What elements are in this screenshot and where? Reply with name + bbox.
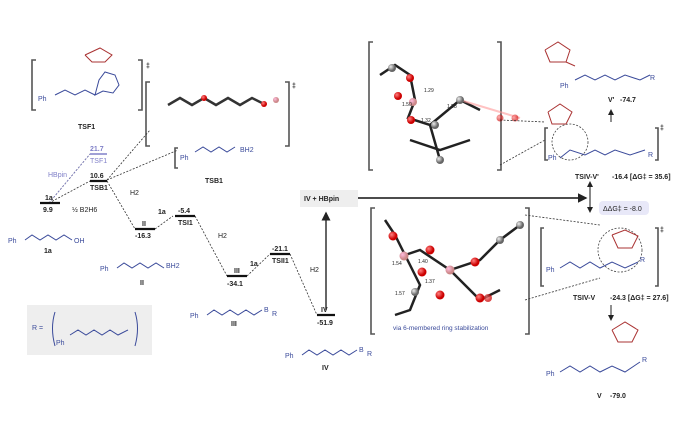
ts-iv-v-prime-structure: Ph R ‡ TSIV-V' -16.4 [ΔG‡ = 35.6]	[544, 103, 671, 181]
bond-distance: 1.57	[395, 291, 405, 297]
dagger: ‡	[660, 125, 664, 132]
dagger: ‡	[660, 227, 664, 234]
energy-levels: 1a 9.9 21.7 TSF1 HBpin 10.6 TSB1 ½ B2H6 …	[40, 146, 335, 327]
ts-iv-v-prime-label: TSIV-V'	[575, 174, 599, 181]
v-prime-energy: -74.7	[620, 97, 636, 104]
bond-distance: 1.54	[392, 261, 402, 267]
molecule-label: II	[140, 280, 144, 287]
atom-label: Ph	[560, 83, 569, 90]
ts-iv-v-energy: -24.3 [ΔG‡ = 27.6]	[610, 295, 669, 302]
reagent-label: HBpin	[48, 172, 67, 179]
atom-label: Ph	[8, 238, 17, 245]
atom-label: Ph	[56, 340, 65, 347]
atom-label: Ph	[548, 155, 557, 162]
molecule-label: IV	[322, 365, 329, 372]
r-def-label: R =	[32, 325, 43, 332]
atom-label: Ph	[38, 96, 47, 103]
level-energy: -21.1	[272, 246, 288, 253]
level-label: TSI1	[178, 220, 193, 227]
atom-label: R	[642, 357, 647, 364]
level-label: III	[234, 268, 240, 275]
v-label: V	[597, 393, 602, 400]
bond-distance: 1.40	[418, 259, 428, 265]
reagent-label: 1a	[158, 209, 166, 216]
atom-label: Ph	[100, 266, 109, 273]
atom-label: OH	[74, 238, 85, 245]
molecule-label: III	[231, 321, 237, 328]
atom-label: B	[359, 347, 364, 354]
ts-iv-v-structure: Ph R ‡ TSIV-V -24.3 [ΔG‡ = 27.6]	[540, 227, 669, 321]
ts-iv-v-prime-energy: -16.4 [ΔG‡ = 35.6]	[612, 174, 671, 181]
atom-label: B	[264, 307, 269, 314]
atom-label: R	[272, 311, 277, 318]
ts-f1-structure: Ph ‡ TSF1	[31, 47, 150, 131]
molecule-iii: Ph B R III	[190, 307, 277, 328]
bond-distance: 1.37	[425, 279, 435, 285]
level-energy: -34.1	[227, 281, 243, 288]
reagent-label: ½ B2H6	[72, 206, 97, 214]
level-label: 1a	[45, 195, 53, 202]
bond-distance: 1.32	[421, 118, 431, 124]
atom-label: Ph	[546, 371, 555, 378]
level-label: II	[142, 221, 146, 228]
level-energy: -16.3	[135, 233, 151, 240]
molecule-label: 1a	[44, 248, 52, 255]
atom-label: Ph	[546, 267, 555, 274]
molecule-v: Ph R V -79.0	[546, 321, 647, 400]
level-energy: -51.9	[317, 320, 333, 327]
dagger: ‡	[146, 63, 150, 70]
v-prime-label: V'	[608, 97, 615, 104]
byproduct-label: H2	[218, 233, 227, 240]
bond-distance: 1.50	[402, 102, 412, 108]
ring-caption: via 6-membered ring stabilization	[393, 325, 489, 332]
atom-label: R	[640, 257, 645, 264]
byproduct-label: H2	[130, 190, 139, 197]
ts-f1-label: TSF1	[78, 124, 95, 131]
ddg-label: ΔΔG‡ = -8.0	[603, 206, 642, 213]
ddg-box	[599, 201, 649, 215]
level-label: TSII1	[272, 258, 289, 265]
level-label: IV	[321, 307, 328, 314]
atom-label: R	[650, 75, 655, 82]
ts-iv-vp-3d-model: 1.29 1.50 1.32 1.58	[368, 41, 521, 171]
iv-hbpin-box	[300, 190, 358, 207]
atom-label: BH2	[240, 147, 254, 154]
molecule-v-prime: Ph R V' -74.7	[544, 41, 655, 122]
reagent-label: 1a	[250, 261, 258, 268]
level-energy: 21.7	[90, 146, 104, 153]
atom-label: BH2	[166, 263, 180, 270]
dagger: ‡	[292, 83, 296, 90]
r-definition-box: R = Ph	[27, 305, 152, 355]
ts-iv-v-label: TSIV-V	[573, 295, 596, 302]
bond-distance: 1.29	[424, 88, 434, 94]
atom-label: Ph	[180, 155, 189, 162]
atom-label: Ph	[285, 353, 294, 360]
ts-b1-structure: ‡ Ph BH2 TSB1	[145, 81, 296, 185]
level-energy: 9.9	[43, 207, 53, 214]
atom-label: R	[367, 351, 372, 358]
ts-iv-v-3d-model: 1.54 1.40 1.37 1.57 via 6-membered ring …	[370, 207, 530, 335]
v-energy: -79.0	[610, 393, 626, 400]
byproduct-label: H2	[310, 267, 319, 274]
level-energy: -5.4	[178, 208, 190, 215]
level-label: TSB1	[90, 185, 108, 192]
molecule-1a: Ph OH 1a	[8, 234, 85, 255]
level-energy: 10.6	[90, 173, 104, 180]
iv-hbpin-label: IV + HBpin	[304, 196, 339, 203]
ts-b1-label: TSB1	[205, 178, 223, 185]
molecule-iv: Ph B R IV	[285, 347, 372, 372]
molecule-ii: Ph BH2 II	[100, 262, 180, 287]
level-label: TSF1	[90, 158, 107, 165]
atom-label: Ph	[190, 313, 199, 320]
bond-distance: 1.58	[447, 104, 457, 110]
atom-label: R	[648, 152, 653, 159]
